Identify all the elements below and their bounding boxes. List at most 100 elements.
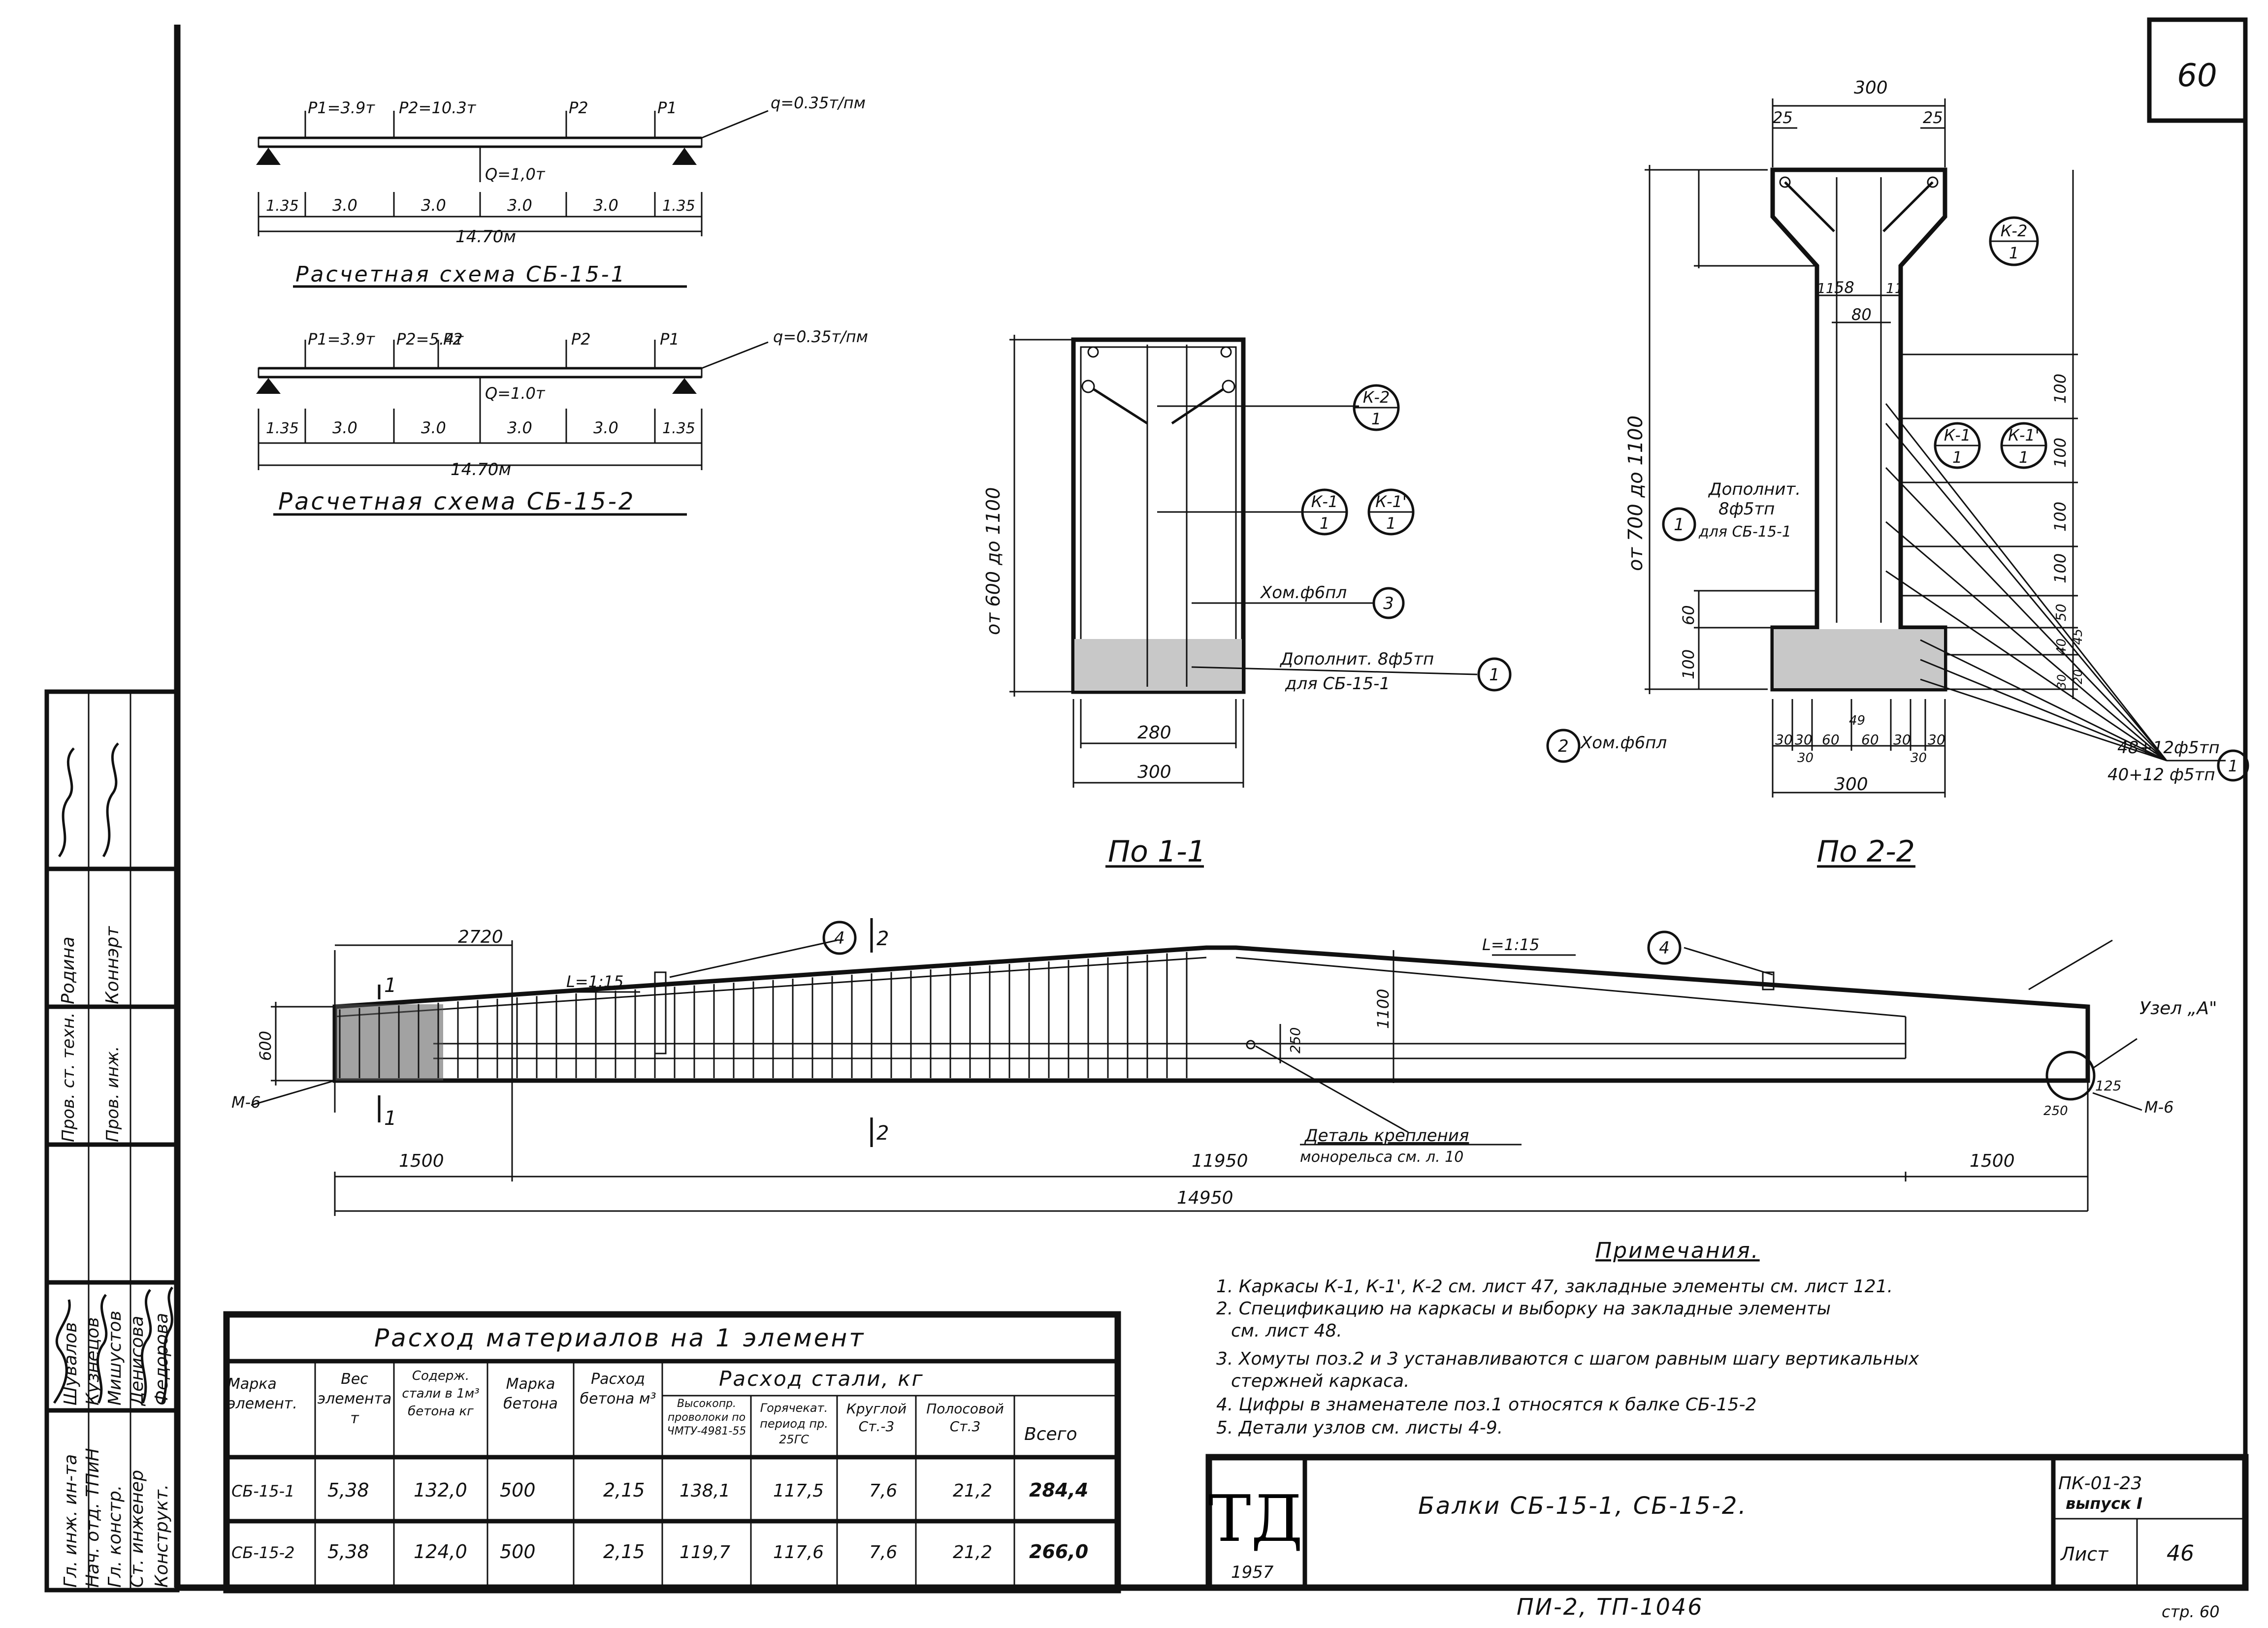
r2-gor: 117,6 <box>773 1542 824 1563</box>
elev-pos4b: 4 <box>1659 938 1670 958</box>
role-3: Ст. инженер <box>127 1470 147 1588</box>
elev-cut2-bot: 2 <box>876 1122 889 1145</box>
s1-span-1: 3.0 <box>332 196 357 215</box>
s1-span-5: 1.35 <box>662 197 695 215</box>
corner-number: 60 <box>2177 58 2217 94</box>
elev-cut2-top: 2 <box>876 927 889 950</box>
r1-rash: 2,15 <box>603 1479 645 1501</box>
r2-sod: 124,0 <box>414 1541 467 1563</box>
elev-m6-right: М-6 <box>2144 1098 2174 1117</box>
table-title: Расход материалов на 1 элемент <box>374 1324 865 1352</box>
s11-stirrup: Хом.ф6пл <box>1260 583 1347 603</box>
elev-2720: 2720 <box>458 927 503 947</box>
note-4: 4. Цифры в знаменателе поз.1 относятся к… <box>1216 1395 1756 1415</box>
s1-p2: P2=10.3т <box>399 98 477 117</box>
s11-k1p: К-1' <box>1375 492 1406 511</box>
s22-b-4: 30 <box>1893 732 1911 748</box>
s1-total: 14.70м <box>455 227 516 247</box>
name-0: Шувалов <box>61 1322 81 1405</box>
s22-stirrup: Хом.ф6пл <box>1580 733 1667 753</box>
s22-web-80: 80 <box>1851 305 1872 324</box>
s2-total: 14.70м <box>451 460 511 479</box>
elev-m6-left: М-6 <box>231 1093 261 1112</box>
th-gor: Горячекат. период пр. 25ГС <box>760 1401 828 1446</box>
r1-krug: 7,6 <box>869 1481 897 1501</box>
s11-extra-for: для СБ-15-1 <box>1285 674 1390 694</box>
r1-marka: СБ-15-1 <box>231 1482 294 1500</box>
sheet-frame <box>174 17 2248 1591</box>
r1-gor: 117,5 <box>773 1481 824 1501</box>
name-3: Денисова <box>127 1316 147 1406</box>
bottom-code: ПИ-2, ТП-1046 <box>1517 1594 1703 1620</box>
s2-span-0: 1.35 <box>266 420 299 437</box>
elev-slope-left: L=1:15 <box>566 972 624 991</box>
elev-node-125: 125 <box>2095 1078 2121 1094</box>
s11-width-inner: 280 <box>1137 723 1171 743</box>
r1-ves: 5,38 <box>327 1479 369 1501</box>
s22-rebar-pos: 1 <box>2228 757 2238 775</box>
s1-q: q=0.35т/пм <box>771 94 866 112</box>
s22-stirrup-pos: 2 <box>1558 736 1569 756</box>
s11-height: от 600 до 1100 <box>982 487 1004 635</box>
s1-p1: P1=3.9т <box>308 98 375 117</box>
section-1-1 <box>1009 335 1512 868</box>
s22-left-60: 60 <box>1679 605 1698 625</box>
th-vsego: Всего <box>1024 1424 1077 1444</box>
th-steel: Расход стали, кг <box>719 1367 924 1391</box>
elev-h250: 250 <box>1287 1027 1303 1053</box>
elevation-stirrups <box>339 952 1188 1078</box>
s22-k2: К-2 <box>2001 222 2028 240</box>
note-1: 1. Каркасы К-1, К-1', К-2 см. лист 47, з… <box>1216 1277 1893 1297</box>
note-3: 3. Хомуты поз.2 и 3 устанавливаются с ша… <box>1216 1349 1919 1369</box>
s22-web-side-left: 11 <box>1817 280 1835 296</box>
th-pol: Полосовой Ст.3 <box>926 1401 1004 1435</box>
s22-k1p: К-1' <box>2008 426 2039 445</box>
s2-p1b: P1 <box>660 330 680 349</box>
s22-right-2: 100 <box>2051 502 2070 532</box>
stamp-logo: ТД <box>1208 1481 1303 1556</box>
page-ref: стр. 60 <box>2162 1602 2220 1621</box>
s22-rebar-a: 48+12ф5тп <box>2117 738 2220 758</box>
s1-span-4: 3.0 <box>593 196 618 215</box>
role-4: Конструкт. <box>152 1484 172 1588</box>
th-rashod-beton: Расход бетона м³ <box>580 1371 656 1407</box>
notes-title: Примечания. <box>1595 1238 1760 1263</box>
s2-Q: Q=1.0т <box>485 384 546 403</box>
stamp-title: Балки СБ-15-1, СБ-15-2. <box>1418 1492 1748 1520</box>
s1-p2b: P2 <box>569 98 588 117</box>
elev-pos4a: 4 <box>834 928 845 948</box>
s1-Q: Q=1,0т <box>485 165 546 184</box>
s22-b-3: 60 <box>1861 732 1879 748</box>
s22-b-0: 30 <box>1775 732 1793 748</box>
r2-vsego: 266,0 <box>1029 1541 1088 1563</box>
r2-pol: 21,2 <box>953 1542 992 1563</box>
th-ves: Вес элемента т <box>317 1371 392 1427</box>
s22-height: от 700 до 1100 <box>1624 415 1647 571</box>
th-soderzh: Содерж. стали в 1м³ бетона кг <box>402 1369 480 1419</box>
s22-k1p-den: 1 <box>2019 448 2029 467</box>
stamp-series: ПК-01-23 <box>2058 1473 2142 1494</box>
s22-b-5: 30 <box>1928 732 1945 748</box>
s11-extra: Дополнит. 8ф5тп <box>1279 649 1434 669</box>
s2-p2b: P2 <box>443 330 463 349</box>
s22-b-sub-left: 30 <box>1797 751 1814 766</box>
s22-caption: По 2-2 <box>1817 834 1915 869</box>
upper-name-0: Родина <box>58 936 78 1004</box>
elev-dim-11950: 11950 <box>1192 1151 1248 1171</box>
s2-span-1: 3.0 <box>332 418 357 437</box>
s11-k1p-den: 1 <box>1386 514 1396 533</box>
s11-k2: К-2 <box>1363 388 1390 407</box>
s1-caption: Расчетная схема СБ-15-1 <box>295 262 627 287</box>
elev-cut1-bot: 1 <box>384 1107 396 1130</box>
handwritten-signatures <box>53 742 174 1404</box>
r1-vsego: 284,4 <box>1029 1479 1088 1501</box>
s22-top-right: 25 <box>1923 108 1943 127</box>
th-krug: Круглой Ст.-3 <box>846 1401 907 1435</box>
r2-krug: 7,6 <box>869 1542 897 1563</box>
s22-b-2: 60 <box>1822 732 1840 748</box>
s2-p2: P2=5.4т <box>396 330 464 349</box>
s11-k2-den: 1 <box>1371 410 1381 428</box>
s22-rebar-b: 40+12 ф5тп <box>2107 765 2215 785</box>
role-1: Нач. отд. ТПиН <box>83 1448 103 1588</box>
